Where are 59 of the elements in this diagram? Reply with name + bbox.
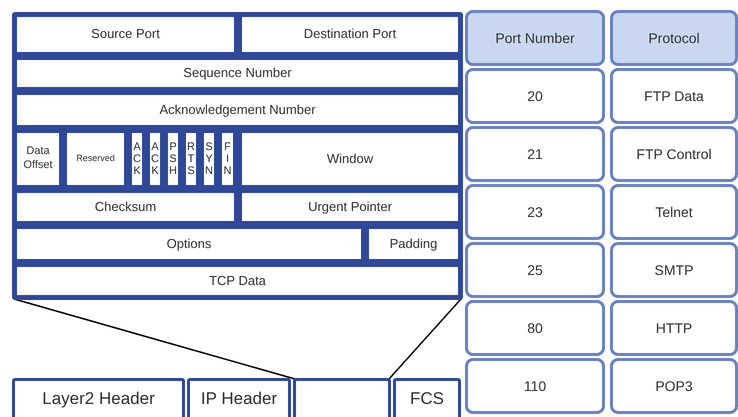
field-box bbox=[14, 190, 237, 224]
field-label: Source Port bbox=[91, 26, 160, 43]
table-header-cell: Protocol bbox=[610, 10, 738, 66]
table-header-cell: Port Number bbox=[465, 10, 605, 66]
field-label: IP Header bbox=[200, 388, 278, 410]
field-label: Urgent Pointer bbox=[308, 198, 392, 216]
table-cell: 23 bbox=[465, 184, 605, 240]
table-cell: 80 bbox=[465, 300, 605, 356]
field-box bbox=[219, 130, 236, 188]
field-label: Layer2 Header bbox=[42, 388, 155, 410]
field-box bbox=[14, 226, 364, 262]
header-frame bbox=[12, 12, 463, 300]
field-box bbox=[14, 264, 461, 298]
table-cell: 21 bbox=[465, 126, 605, 182]
table-cell: 25 bbox=[465, 242, 605, 298]
field-label: Options bbox=[166, 236, 212, 252]
field-box bbox=[239, 190, 461, 224]
data-box bbox=[293, 378, 391, 417]
field-box bbox=[129, 130, 145, 188]
table-cell: HTTP bbox=[610, 300, 738, 356]
field-label: Checksum bbox=[94, 198, 156, 216]
flag-label: ACK bbox=[132, 140, 142, 178]
field-box bbox=[14, 130, 62, 188]
field-box bbox=[239, 130, 461, 188]
field-label: Sequence Number bbox=[183, 65, 292, 82]
field-label: TCP Data bbox=[209, 272, 266, 290]
field-box bbox=[239, 14, 461, 55]
field-label: Window bbox=[326, 150, 374, 168]
table-cell: 110 bbox=[465, 358, 605, 414]
flag-label: FIN bbox=[223, 140, 232, 178]
field-label: Data Offset bbox=[22, 145, 54, 173]
field-box bbox=[183, 130, 199, 188]
field-box bbox=[147, 130, 163, 188]
field-box bbox=[14, 14, 237, 55]
field-label: Reserved bbox=[76, 153, 115, 165]
field-box bbox=[14, 57, 461, 90]
field-box bbox=[187, 378, 291, 417]
field-box bbox=[366, 226, 461, 262]
table-cell: FTP Data bbox=[610, 68, 738, 124]
field-box bbox=[64, 130, 127, 188]
flag-label: PSH bbox=[168, 140, 178, 178]
flag-label: ACK bbox=[150, 140, 160, 178]
table-cell: SMTP bbox=[610, 242, 738, 298]
zoom-line bbox=[14, 298, 296, 380]
field-label: Padding bbox=[390, 236, 438, 252]
table-cell: 20 bbox=[465, 68, 605, 124]
table-cell: POP3 bbox=[610, 358, 738, 414]
field-box bbox=[14, 92, 461, 128]
field-box bbox=[165, 130, 181, 188]
flag-label: RTS bbox=[186, 140, 196, 178]
field-box bbox=[393, 378, 461, 417]
table-cell: Telnet bbox=[610, 184, 738, 240]
field-label: Acknowledgement Number bbox=[159, 102, 316, 118]
flag-label: SYN bbox=[204, 140, 214, 178]
field-box bbox=[201, 130, 217, 188]
field-label: Destination Port bbox=[304, 26, 396, 43]
field-label: FCS bbox=[410, 388, 444, 410]
field-box bbox=[12, 378, 185, 417]
table-cell: FTP Control bbox=[610, 126, 738, 182]
